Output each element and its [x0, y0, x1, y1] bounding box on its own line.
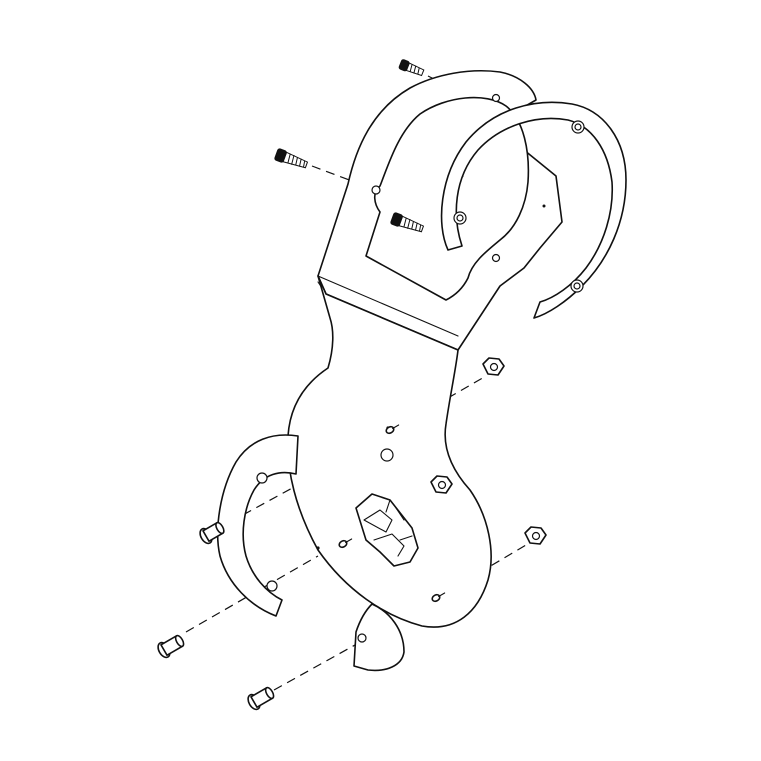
- main-bracket-plate: [286, 275, 492, 628]
- axis-bolt-upper: [229, 485, 297, 523]
- small-screw: [385, 424, 400, 435]
- left-clamp-ring: [216, 434, 299, 617]
- shoulder-bolt: [247, 686, 275, 711]
- screw: [390, 212, 425, 233]
- axis-left-screw: [311, 165, 377, 191]
- small-screw: [431, 592, 446, 603]
- tab-hole: [357, 633, 367, 643]
- ring-hole: [256, 472, 268, 484]
- hex-nut: [524, 526, 547, 545]
- center-hole: [380, 448, 394, 462]
- wire-clip: [355, 493, 419, 567]
- screw: [398, 59, 425, 77]
- mount-hole: [371, 185, 381, 195]
- ring-hole: [266, 580, 278, 592]
- screw: [274, 148, 309, 169]
- mount-hole: [491, 253, 501, 263]
- axis-bolt-lower: [273, 639, 365, 691]
- mount-hole: [491, 93, 501, 103]
- upper-clamp-ring: [440, 101, 627, 319]
- shoulder-bolt: [199, 521, 225, 545]
- hex-nut: [482, 357, 505, 376]
- small-screw: [338, 538, 353, 549]
- hex-nut: [430, 475, 453, 494]
- shoulder-bolt: [157, 634, 185, 659]
- bottom-tab-plate: [353, 603, 405, 672]
